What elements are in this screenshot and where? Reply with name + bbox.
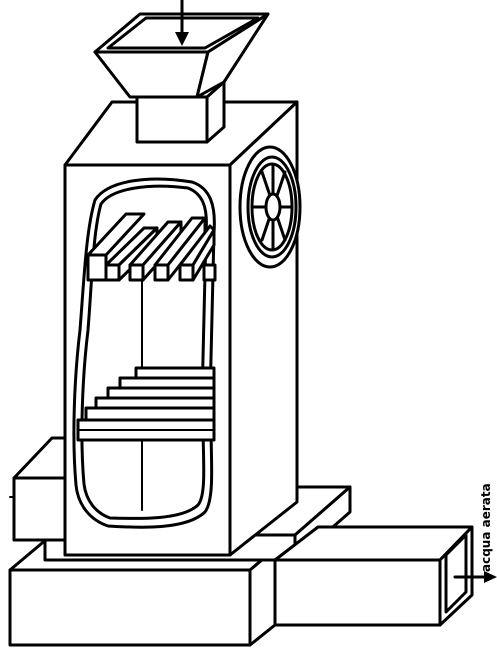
feed-hopper xyxy=(93,12,270,144)
upper-slat-tray xyxy=(86,212,217,282)
lower-board-tray xyxy=(76,366,216,442)
fan-wheel xyxy=(238,145,302,269)
outlet-duct xyxy=(273,525,474,627)
outlet-arrow xyxy=(453,571,497,583)
outlet-label: acqua aerata xyxy=(479,483,493,572)
feed-arrow xyxy=(175,0,189,46)
